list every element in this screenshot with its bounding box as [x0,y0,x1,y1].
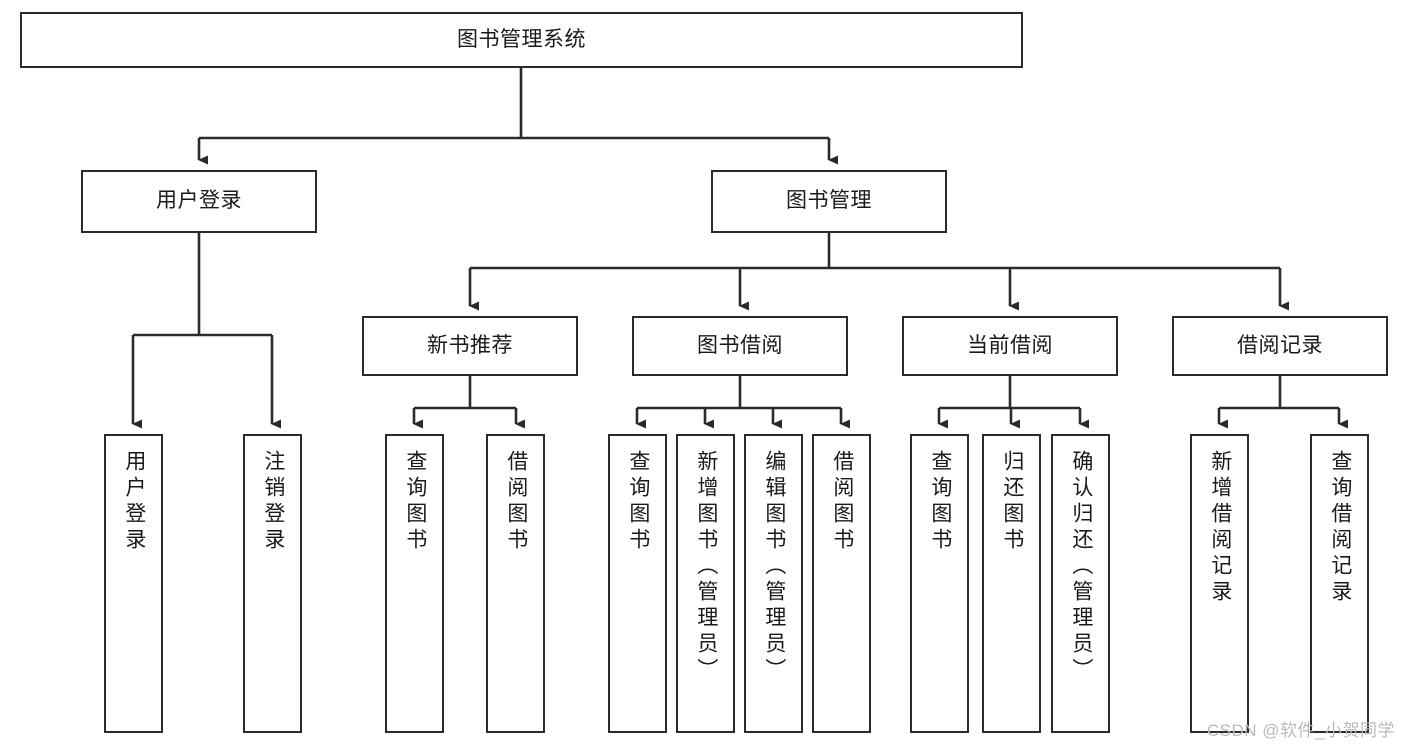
node-leaf-add-book-admin[interactable]: 新增图书（管理员） [676,434,735,733]
node-label: 借阅图书 [830,450,854,554]
node-leaf-query-borrow-record[interactable]: 查询借阅记录 [1310,434,1369,733]
node-root-book-management-system[interactable]: 图书管理系统 [20,12,1023,68]
node-label: 新增图书（管理员） [694,450,718,684]
node-label: 图书管理 [786,189,872,213]
borrow-record-to-leaves-connectors [1217,376,1348,429]
node-label: 归还图书 [1000,450,1024,554]
node-leaf-edit-book-admin[interactable]: 编辑图书（管理员） [744,434,803,733]
node-label: 新书推荐 [427,333,513,357]
user-login-to-leaves-connectors [131,233,281,429]
node-leaf-return-books[interactable]: 归还图书 [982,434,1041,733]
node-label: 借阅图书 [504,450,528,554]
node-current-borrowing[interactable]: 当前借阅 [902,316,1118,376]
book-mgmt-to-level3-connectors [468,233,1289,311]
node-borrow-records[interactable]: 借阅记录 [1172,316,1388,376]
node-label: 查询图书 [626,450,650,554]
node-new-book-recommendation[interactable]: 新书推荐 [362,316,578,376]
node-label: 用户登录 [122,450,146,554]
node-label: 查询借阅记录 [1328,450,1352,606]
book-borrow-to-leaves-connectors [635,376,850,429]
node-leaf-borrow-books-new[interactable]: 借阅图书 [486,434,545,733]
node-label: 查询图书 [928,450,952,554]
node-leaf-query-books-new[interactable]: 查询图书 [385,434,444,733]
node-user-login[interactable]: 用户登录 [81,170,317,233]
node-label: 图书管理系统 [457,27,586,51]
node-label: 当前借阅 [967,333,1053,357]
node-label: 确认归还（管理员） [1069,450,1093,684]
node-label: 借阅记录 [1237,333,1323,357]
node-label: 新增借阅记录 [1208,450,1232,606]
new-book-to-leaves-connectors [412,376,525,429]
node-leaf-query-books-borrow[interactable]: 查询图书 [608,434,667,733]
node-leaf-user-login[interactable]: 用户登录 [104,434,163,733]
node-leaf-query-books-current[interactable]: 查询图书 [910,434,969,733]
node-label: 查询图书 [403,450,427,554]
current-borrow-to-leaves-connectors [937,376,1089,429]
node-label: 注销登录 [261,450,285,554]
node-leaf-add-borrow-record[interactable]: 新增借阅记录 [1190,434,1249,733]
node-label: 编辑图书（管理员） [762,450,786,684]
node-label: 用户登录 [156,189,242,213]
node-leaf-logout[interactable]: 注销登录 [243,434,302,733]
node-label: 图书借阅 [697,333,783,357]
node-leaf-borrow-books[interactable]: 借阅图书 [812,434,871,733]
root-to-level2-connectors [197,68,838,165]
node-leaf-confirm-return-admin[interactable]: 确认归还（管理员） [1051,434,1110,733]
node-book-borrowing[interactable]: 图书借阅 [632,316,848,376]
node-book-management[interactable]: 图书管理 [711,170,947,233]
